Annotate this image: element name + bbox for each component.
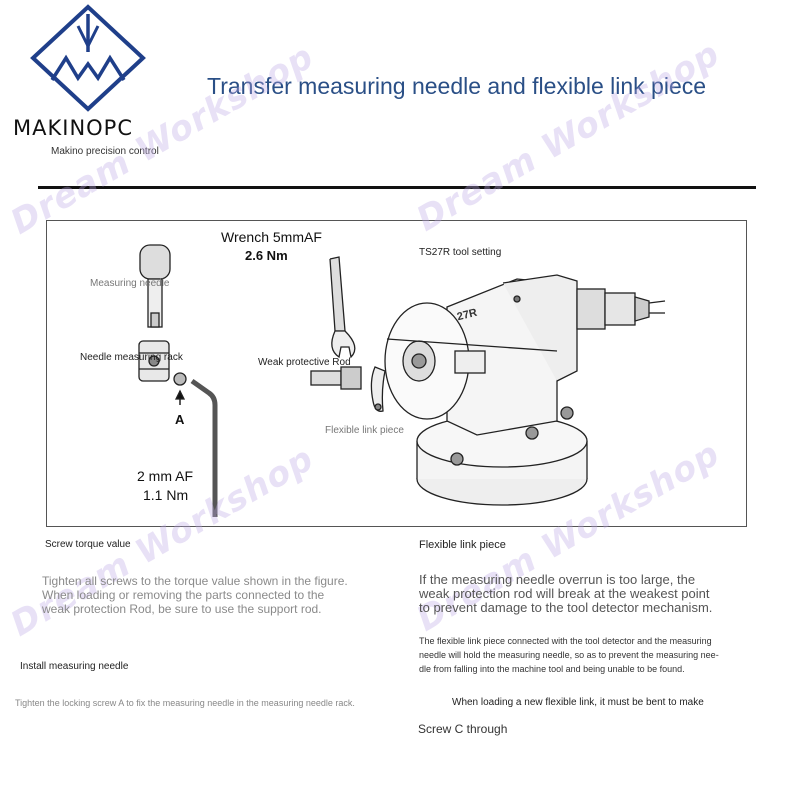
assembly-drawing xyxy=(138,244,666,517)
weak-rod xyxy=(310,370,342,386)
brand-subtitle: Makino precision control xyxy=(51,146,159,157)
page-title: Transfer measuring needle and flexible l… xyxy=(207,73,707,99)
screw-c-text: Screw C through xyxy=(418,722,508,736)
torque-body-line-3: weak protection Rod, be sure to use the … xyxy=(42,602,322,616)
watermark: Dream Workshop xyxy=(410,33,727,240)
hex-key xyxy=(190,378,218,517)
stylus-ball xyxy=(139,244,171,280)
flexible-link-heading: Flexible link piece xyxy=(419,539,506,551)
hex-key-torque-label: 1.1 Nm xyxy=(143,487,189,503)
hex-key-size-label: 2 mm AF xyxy=(137,468,194,484)
flexible-body-line-1: If the measuring needle overrun is too l… xyxy=(419,572,696,587)
install-body: Tighten the locking screw A to fix the m… xyxy=(15,698,355,708)
screw-a-label: A xyxy=(175,412,185,427)
flexible-link-label: Flexible link piece xyxy=(325,425,404,436)
wrench-torque-label: 2.6 Nm xyxy=(245,248,288,263)
torque-body-line-2: When loading or removing the parts conne… xyxy=(42,588,325,602)
tool-setting-label: TS27R tool setting xyxy=(419,247,502,258)
needle-rack-label: Needle measuring rack xyxy=(80,352,183,363)
flexible-body-line-2: weak protection rod will break at the we… xyxy=(419,586,710,601)
flexible-body-line-3: to prevent damage to the tool detector m… xyxy=(419,600,713,615)
torque-body-line-1: Tighten all screws to the torque value s… xyxy=(42,574,348,588)
flexible-note: When loading a new flexible link, it mus… xyxy=(452,697,704,708)
install-heading: Install measuring needle xyxy=(20,661,129,672)
weak-rod-label: Weak protective Rod xyxy=(258,357,351,368)
wrench xyxy=(329,256,346,332)
header-divider xyxy=(38,186,756,189)
cable-gland xyxy=(576,288,606,330)
flexible-detail-line-1: The flexible link piece connected with t… xyxy=(419,636,712,646)
wrench-size-label: Wrench 5mmAF xyxy=(221,229,322,245)
torque-heading: Screw torque value xyxy=(45,539,131,550)
flexible-detail-line-2: needle will hold the measuring needle, s… xyxy=(419,650,719,660)
flexible-detail-line-3: dle from falling into the machine tool a… xyxy=(419,664,685,674)
makino-diamond-logo-icon xyxy=(30,4,146,112)
screw-a xyxy=(173,372,187,386)
assembly-figure: Wrench 5mmAF 2.6 Nm TS27R tool setting M… xyxy=(46,220,747,527)
brand-name: MAKINOPC xyxy=(13,116,134,140)
measuring-needle-label: Measuring needle xyxy=(90,278,170,289)
